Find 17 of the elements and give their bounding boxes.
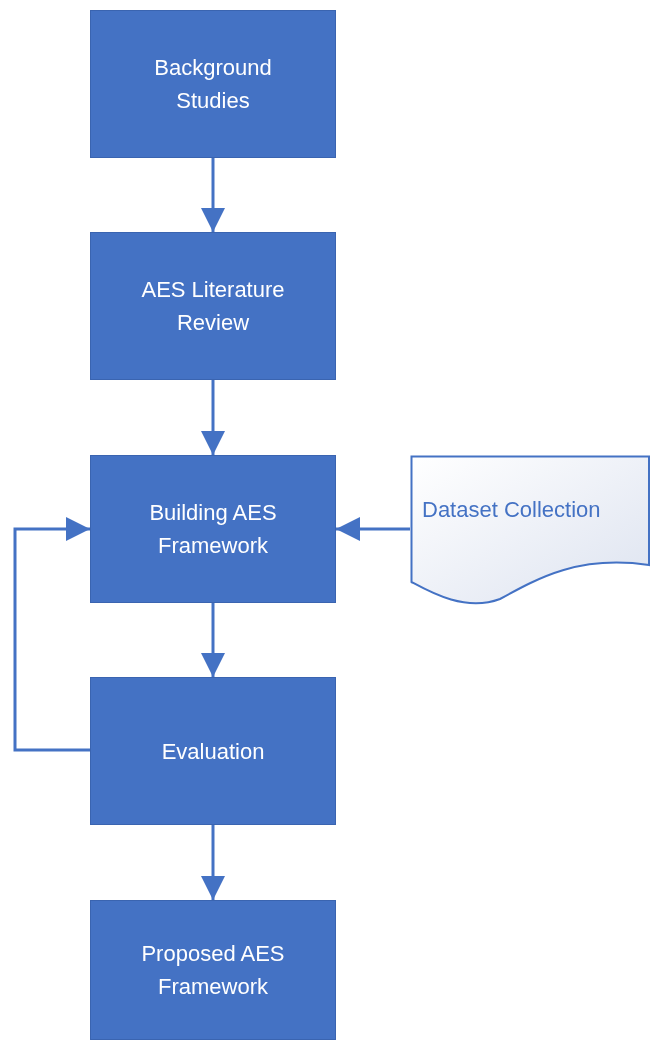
node-label: Background Studies [153, 54, 273, 115]
node-label: AES Literature Review [140, 276, 286, 337]
process-box [90, 232, 336, 380]
process-box [90, 455, 336, 603]
node-label: Proposed AES Framework [140, 940, 286, 1001]
process-box [90, 677, 336, 825]
process-box [90, 900, 336, 1040]
arrow [201, 825, 225, 900]
arrow [13, 517, 90, 752]
arrow [201, 380, 225, 455]
arrow [201, 603, 225, 677]
arrow [201, 158, 225, 232]
node-label: Evaluation [160, 737, 266, 766]
process-box [90, 10, 336, 158]
node-label: Building AES Framework [148, 499, 278, 560]
arrow [336, 517, 410, 541]
node-label: Dataset Collection [422, 496, 601, 524]
